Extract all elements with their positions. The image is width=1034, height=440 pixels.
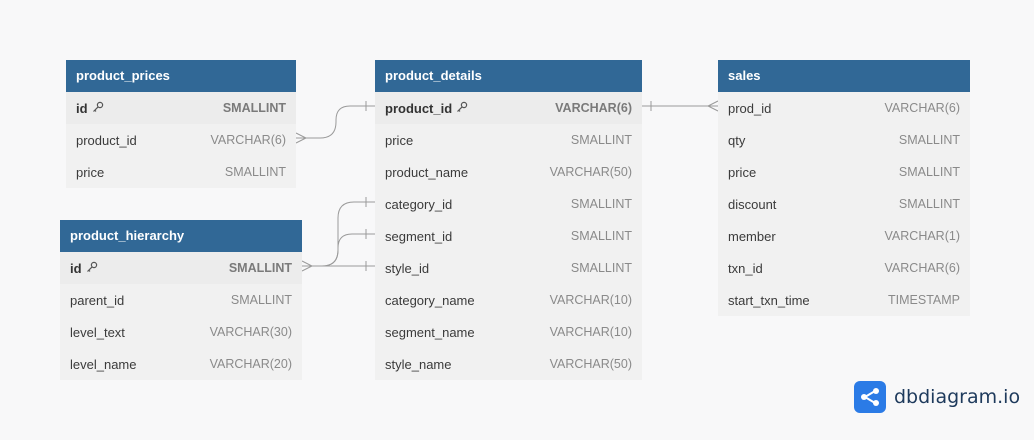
field-row-style-id[interactable]: style_id SMALLINT [375, 252, 642, 284]
field-row-segment-name[interactable]: segment_name VARCHAR(10) [375, 316, 642, 348]
field-type: SMALLINT [570, 197, 632, 211]
key-icon [456, 101, 468, 116]
field-row-product-name[interactable]: product_name VARCHAR(50) [375, 156, 642, 188]
field-row-level-text[interactable]: level_text VARCHAR(30) [60, 316, 302, 348]
field-type: VARCHAR(20) [209, 357, 292, 371]
field-row-segment-id[interactable]: segment_id SMALLINT [375, 220, 642, 252]
field-type: VARCHAR(6) [884, 101, 960, 115]
field-name: price [728, 164, 757, 180]
key-icon [86, 261, 98, 276]
field-name: price [76, 164, 105, 180]
key-icon [92, 101, 104, 116]
field-type: VARCHAR(1) [884, 229, 960, 243]
field-name: segment_id [385, 228, 453, 244]
field-type: VARCHAR(6) [884, 261, 960, 275]
field-row-price[interactable]: price SMALLINT [718, 156, 970, 188]
field-type: VARCHAR(10) [549, 293, 632, 307]
field-name: category_id [385, 196, 453, 212]
field-row-id[interactable]: id SMALLINT [66, 92, 296, 124]
field-row-id[interactable]: id SMALLINT [60, 252, 302, 284]
field-name: parent_id [70, 292, 125, 308]
rel-prices-details [296, 105, 375, 139]
crowfoot-prices [295, 132, 308, 144]
field-row-prod-id[interactable]: prod_id VARCHAR(6) [718, 92, 970, 124]
table-header[interactable]: sales [718, 60, 970, 92]
field-name: member [728, 228, 776, 244]
field-name: start_txn_time [728, 292, 810, 308]
field-type: SMALLINT [898, 133, 960, 147]
field-row-category-name[interactable]: category_name VARCHAR(10) [375, 284, 642, 316]
table-header[interactable]: product_prices [66, 60, 296, 92]
field-type: SMALLINT [230, 293, 292, 307]
field-row-start-txn-time[interactable]: start_txn_time TIMESTAMP [718, 284, 970, 316]
field-name: price [385, 132, 414, 148]
field-name: qty [728, 132, 746, 148]
field-type: VARCHAR(50) [549, 165, 632, 179]
field-type: SMALLINT [898, 165, 960, 179]
field-name: level_text [70, 324, 125, 340]
field-row-qty[interactable]: qty SMALLINT [718, 124, 970, 156]
field-name: product_name [385, 164, 469, 180]
field-type: SMALLINT [570, 133, 632, 147]
field-name: txn_id [728, 260, 763, 276]
field-row-style-name[interactable]: style_name VARCHAR(50) [375, 348, 642, 380]
field-row-txn-id[interactable]: txn_id VARCHAR(6) [718, 252, 970, 284]
field-type: SMALLINT [570, 229, 632, 243]
field-name: prod_id [728, 100, 772, 116]
field-row-level-name[interactable]: level_name VARCHAR(20) [60, 348, 302, 380]
field-type: SMALLINT [228, 261, 292, 275]
field-name: product_id [385, 101, 468, 116]
field-name: product_id [76, 132, 137, 148]
brand-name: dbdiagram.io [894, 386, 1021, 408]
field-type: SMALLINT [222, 101, 286, 115]
crowfoot-sales [706, 100, 719, 112]
field-name: segment_name [385, 324, 475, 340]
field-name: style_name [385, 356, 452, 372]
field-type: VARCHAR(6) [555, 101, 632, 115]
field-type: SMALLINT [224, 165, 286, 179]
table-header[interactable]: product_hierarchy [60, 220, 302, 252]
field-row-price[interactable]: price SMALLINT [375, 124, 642, 156]
table-header[interactable]: product_details [375, 60, 642, 92]
crowfoot-hier [301, 260, 314, 272]
dbdiagram-logo-icon [854, 381, 886, 413]
field-type: VARCHAR(50) [549, 357, 632, 371]
table-product-details[interactable]: product_details product_id VARCHAR(6) pric… [375, 60, 642, 380]
field-row-discount[interactable]: discount SMALLINT [718, 188, 970, 220]
field-type: VARCHAR(10) [549, 325, 632, 339]
field-type: TIMESTAMP [888, 293, 960, 307]
field-name: discount [728, 196, 777, 212]
field-row-member[interactable]: member VARCHAR(1) [718, 220, 970, 252]
field-name: id [76, 101, 104, 116]
brand-logo[interactable]: dbdiagram.io [854, 381, 1020, 413]
field-row-product-id[interactable]: product_id VARCHAR(6) [66, 124, 296, 156]
field-name: id [70, 261, 98, 276]
field-type: SMALLINT [898, 197, 960, 211]
field-name: style_id [385, 260, 430, 276]
field-type: SMALLINT [570, 261, 632, 275]
field-name: level_name [70, 356, 137, 372]
field-row-price[interactable]: price SMALLINT [66, 156, 296, 188]
field-row-category-id[interactable]: category_id SMALLINT [375, 188, 642, 220]
field-row-product-id[interactable]: product_id VARCHAR(6) [375, 92, 642, 124]
field-type: VARCHAR(30) [209, 325, 292, 339]
field-row-parent-id[interactable]: parent_id SMALLINT [60, 284, 302, 316]
field-name: category_name [385, 292, 475, 308]
field-type: VARCHAR(6) [210, 133, 286, 147]
rel-hier-segment [302, 233, 375, 267]
